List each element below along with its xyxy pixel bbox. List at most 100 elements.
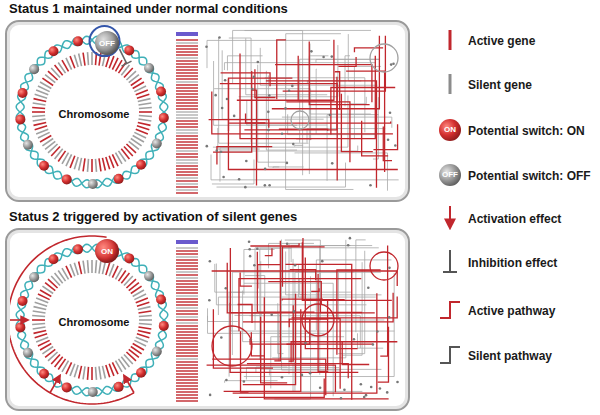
gene-tick xyxy=(139,115,152,118)
network-dot xyxy=(330,55,333,58)
active-pathway xyxy=(331,87,395,134)
active-pathway xyxy=(378,327,389,383)
active-pathway xyxy=(220,84,337,181)
activation-loop xyxy=(8,236,134,404)
gene-tick xyxy=(70,264,75,276)
bar-line xyxy=(176,253,198,254)
gene-tick xyxy=(138,103,151,105)
silent-pathway xyxy=(294,153,387,191)
bar-line xyxy=(176,358,198,359)
network-dot xyxy=(222,176,225,179)
bar-line xyxy=(176,135,198,136)
bar-line xyxy=(176,126,198,127)
gene-tick xyxy=(95,159,98,172)
bar-line xyxy=(176,174,198,175)
gene-tick xyxy=(99,366,101,379)
activation-sample xyxy=(449,206,451,228)
bar-line xyxy=(176,334,198,335)
bar-line xyxy=(176,310,198,311)
silent-pathway xyxy=(260,48,377,85)
gene-tick xyxy=(35,126,47,130)
network-dot xyxy=(392,63,395,66)
small-switch xyxy=(23,348,33,358)
bar-line xyxy=(176,171,198,172)
active-pathway xyxy=(209,120,269,128)
network-dot xyxy=(294,264,297,267)
network-dot xyxy=(370,386,373,389)
bar-line xyxy=(176,111,198,112)
silent-pathway xyxy=(244,273,394,376)
chromosome-circle: Chromosome xyxy=(39,267,149,377)
legend-item: Potential switch: OFF xyxy=(468,166,591,184)
bar-line xyxy=(176,144,198,145)
small-switch xyxy=(23,140,33,150)
bar-line xyxy=(176,159,198,160)
bar-line xyxy=(176,313,198,314)
bar-line xyxy=(176,105,198,106)
switch-off-sample xyxy=(439,164,461,186)
network-dot xyxy=(206,145,209,148)
gene-tick xyxy=(74,157,78,169)
silent-pathway xyxy=(247,100,327,125)
bar-line xyxy=(176,120,198,121)
silent-pathway xyxy=(309,56,328,174)
network-dot xyxy=(353,338,356,341)
network-dot xyxy=(376,330,379,333)
bar-line xyxy=(176,189,198,190)
small-switch xyxy=(124,45,134,55)
gene-tick xyxy=(91,260,93,273)
bar-line xyxy=(176,39,198,40)
active-pathway xyxy=(277,40,286,99)
network-dot xyxy=(248,248,251,251)
bar-line xyxy=(176,373,198,374)
network-dot xyxy=(388,316,391,319)
gene-tick xyxy=(137,126,149,130)
silent-pathway xyxy=(301,342,323,363)
bar-line xyxy=(176,69,198,70)
bar-line xyxy=(176,99,198,100)
bar-line xyxy=(176,192,198,193)
network-dot xyxy=(369,184,372,187)
network-dot xyxy=(286,242,289,245)
bar-line xyxy=(176,289,198,290)
bar-line xyxy=(176,75,198,76)
network-loop xyxy=(370,44,398,72)
gene-tick xyxy=(102,366,105,379)
bar-line xyxy=(176,180,198,181)
gene-tick xyxy=(35,334,47,338)
bar-line xyxy=(176,72,198,73)
bar-line xyxy=(176,90,198,91)
legend-item: Silent pathway xyxy=(468,346,552,364)
network-dot xyxy=(267,129,270,132)
silent-pathway xyxy=(310,44,371,114)
bar-line xyxy=(176,325,198,326)
silent-pathway xyxy=(327,115,379,181)
gene-tick xyxy=(74,263,78,275)
small-switch xyxy=(159,113,169,123)
active-pathway xyxy=(303,238,344,300)
switch-label: OFF xyxy=(99,39,115,48)
bar-line xyxy=(176,51,198,52)
bar-line xyxy=(176,96,198,97)
gene-tick xyxy=(33,311,46,313)
silent-pathway xyxy=(239,45,338,97)
small-switch xyxy=(152,138,162,148)
bar-line xyxy=(176,117,198,118)
network-dot xyxy=(379,387,382,390)
silent-pathway xyxy=(286,251,382,294)
status-panel: Status 2 triggered by activation of sile… xyxy=(5,228,410,411)
network-dot xyxy=(209,260,212,263)
small-switch xyxy=(48,46,58,56)
bar-line xyxy=(176,93,198,94)
network-dot xyxy=(288,90,291,93)
network-dot xyxy=(363,396,366,399)
active-pathway xyxy=(247,364,348,379)
dna-strand xyxy=(16,244,168,396)
switch-icon-label: ON xyxy=(444,125,456,135)
active-pathway xyxy=(286,102,350,162)
legend-text: Potential switch: ON xyxy=(468,124,585,138)
bar-line xyxy=(176,150,198,151)
network-dot xyxy=(244,186,247,189)
network-dot xyxy=(322,56,325,59)
silent-gene-sample xyxy=(449,74,452,94)
